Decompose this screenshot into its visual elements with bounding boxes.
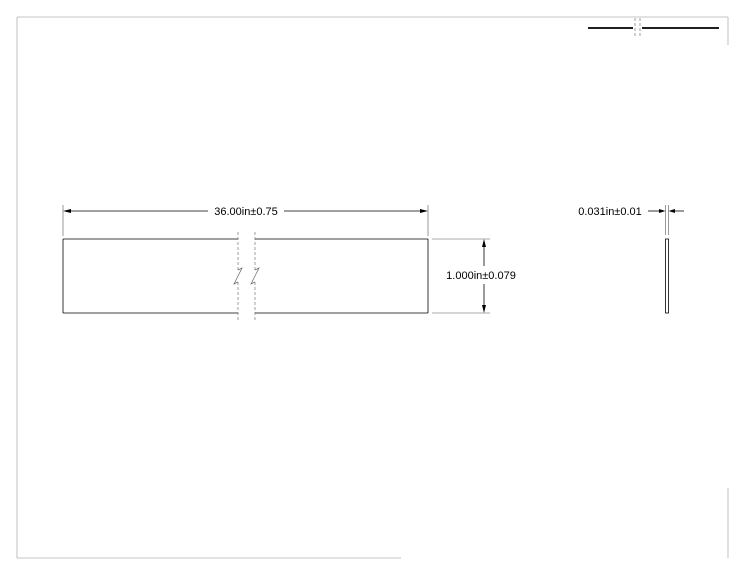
sheet-border bbox=[16, 16, 729, 559]
length-dimension-label: 36.00in±0.75 bbox=[214, 206, 278, 218]
width-dimension: 1.000in±0.079 bbox=[432, 238, 516, 314]
length-dimension: 36.00in±0.75 bbox=[62, 205, 429, 236]
thickness-dimension: 0.031in±0.01 bbox=[578, 205, 684, 235]
width-dimension-label: 1.000in±0.079 bbox=[446, 270, 516, 282]
front-view bbox=[62, 232, 429, 320]
break-symbol bbox=[588, 18, 719, 38]
side-view bbox=[665, 238, 669, 314]
thickness-dimension-label: 0.031in±0.01 bbox=[578, 206, 642, 218]
